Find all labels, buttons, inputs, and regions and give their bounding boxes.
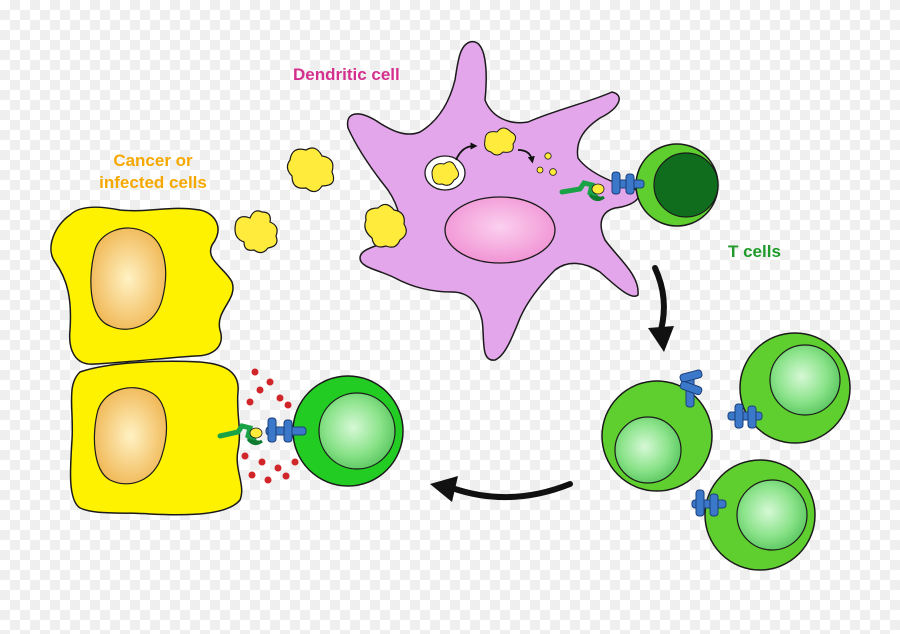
t-cell-nucleus [769, 344, 841, 416]
t-cell-clone [727, 332, 851, 444]
cancer-cell-nucleus [93, 387, 168, 485]
t-cell-receptor [611, 171, 645, 195]
t-cell-receptor [727, 403, 763, 429]
mhc-molecule [559, 180, 605, 202]
dendritic-cell-nucleus [444, 196, 556, 264]
dendritic-cell [346, 41, 640, 361]
cancer-cell-nucleus [90, 227, 167, 330]
cancer-label-line1: Cancer or [113, 151, 193, 170]
t-cell-nucleus [318, 392, 396, 470]
cancer-cells [50, 206, 263, 516]
t-cell-clone [601, 369, 713, 492]
curved-arrow-icon [455, 142, 478, 161]
cancer-cells-label: Cancer or infected cells [78, 150, 228, 194]
t-cell-nucleus [653, 152, 719, 218]
t-cell-naive [611, 143, 719, 227]
antigen-fragment [364, 203, 407, 248]
t-cell-effector [241, 368, 404, 487]
t-cell-nucleus [614, 416, 682, 484]
t-cell-receptor [265, 417, 307, 443]
antigen-fragment [484, 127, 517, 156]
dendritic-cell-label: Dendritic cell [293, 65, 400, 84]
antigen-fragment [234, 210, 278, 254]
engulfed-antigen [431, 161, 460, 186]
mhc-molecule [217, 423, 263, 446]
t-cell-nucleus [736, 479, 808, 551]
t-cell-receptor [679, 369, 703, 408]
curved-arrow-icon [517, 149, 535, 164]
arrow-down-icon [648, 265, 674, 352]
t-cell-clone [691, 459, 816, 571]
peptide-dots [536, 152, 557, 176]
t-cells-label: T cells [728, 242, 781, 261]
t-cell-receptor [691, 489, 727, 517]
cancer-label-line2: infected cells [99, 173, 207, 192]
cytotoxic-granules [241, 368, 299, 484]
antigen-fragment [286, 147, 335, 193]
arrow-left-icon [430, 476, 573, 502]
free-antigens [234, 147, 407, 254]
